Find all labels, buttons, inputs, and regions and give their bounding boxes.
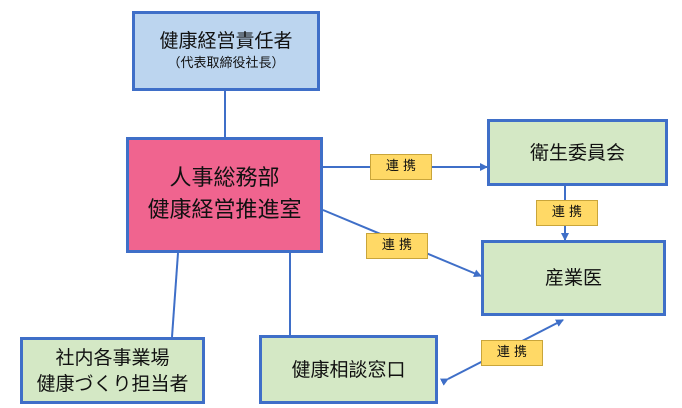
link-label-hq-doctor: 連 携 (366, 233, 428, 259)
consult-box: 健康相談窓口 (259, 335, 438, 404)
committee-box: 衛生委員会 (487, 119, 668, 186)
doctor-box: 産業医 (481, 240, 666, 316)
hq-box: 人事総務部 健康経営推進室 (126, 137, 323, 253)
line-hq-offices (171, 252, 179, 338)
link-label-committee-doctor: 連 携 (536, 200, 598, 226)
offices-line2: 健康づくり担当者 (36, 372, 189, 395)
offices-box: 社内各事業場 健康づくり担当者 (20, 337, 205, 404)
hq-line1: 人事総務部 (169, 166, 280, 191)
ceo-box: 健康経営責任者 （代表取締役社長） (132, 11, 320, 91)
offices-line1: 社内各事業場 (55, 346, 170, 369)
ceo-subtitle: （代表取締役社長） (167, 56, 285, 71)
committee-title: 衛生委員会 (529, 141, 625, 164)
link-label-consult-doctor: 連 携 (481, 340, 543, 366)
doctor-title: 産業医 (544, 267, 602, 289)
link-label-hq-committee: 連 携 (370, 154, 432, 180)
hq-line2: 健康経営推進室 (147, 198, 302, 223)
consult-title: 健康相談窓口 (291, 358, 406, 381)
ceo-title: 健康経営責任者 (159, 30, 293, 52)
